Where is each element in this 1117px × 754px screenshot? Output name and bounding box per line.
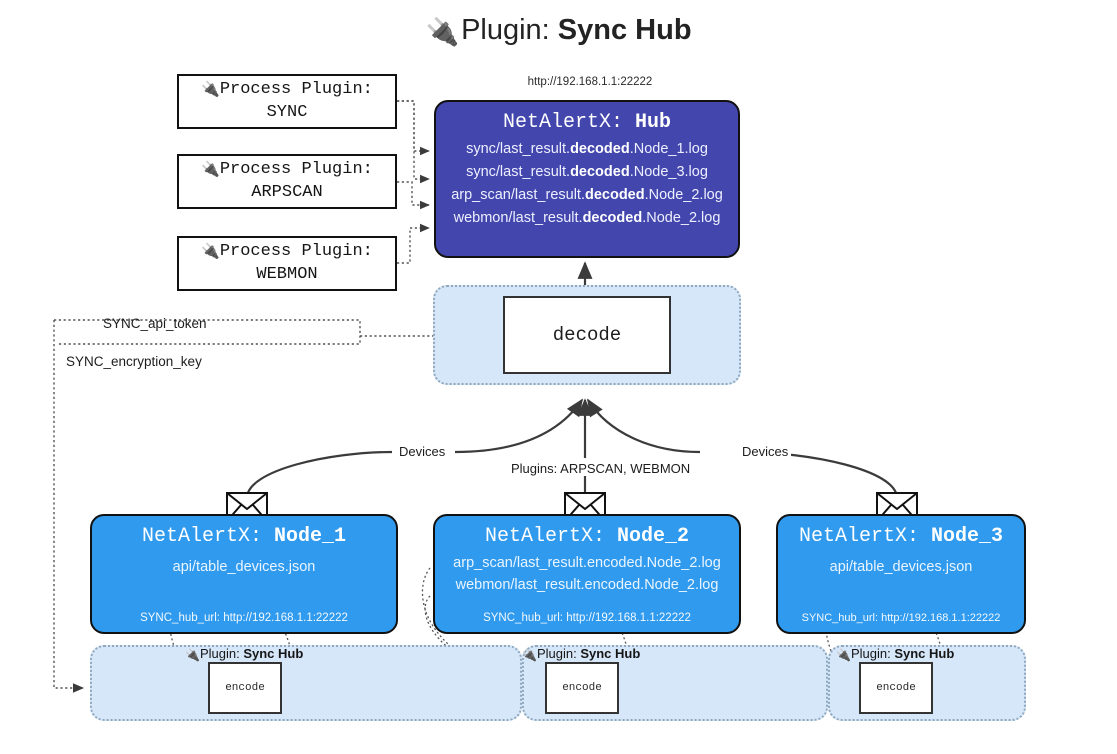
plug-icon: 🔌 [201, 160, 220, 179]
page-title-prefix: Plugin: [461, 14, 558, 46]
hub-url-label: http://192.168.1.1:22222 [527, 76, 653, 88]
node2-hub-url: SYNC_hub_url: http://192.168.1.1:22222 [483, 612, 691, 624]
process-plugin-arpscan-line2: ARPSCAN [251, 182, 323, 202]
process-plugin-webmon-box[interactable]: 🔌Process Plugin: WEBMON [177, 236, 397, 291]
plugin-label-node1: 🔌Plugin: Sync Hub [185, 646, 304, 662]
process-plugin-arpscan-line1: 🔌Process Plugin: [201, 160, 373, 180]
process-plugin-sync-line2: SYNC [266, 102, 308, 122]
plugin-label-node2: 🔌Plugin: Sync Hub [522, 646, 641, 662]
sync-api-token-label: SYNC_api_token [103, 316, 207, 331]
node3-hub-url: SYNC_hub_url: http://192.168.1.1:22222 [801, 612, 1001, 624]
hub-log-line: webmon/last_result.decoded.Node_2.log [453, 210, 721, 226]
hub-log-line: sync/last_result.decoded.Node_3.log [466, 164, 708, 180]
node2-line: webmon/last_result.encoded.Node_2.log [455, 577, 719, 593]
node-box-node1[interactable]: NetAlertX: Node_1 api/table_devices.json… [90, 514, 398, 634]
node1-title: NetAlertX: Node_1 [141, 525, 347, 548]
node1-hub-url: SYNC_hub_url: http://192.168.1.1:22222 [140, 612, 348, 624]
node3-line: api/table_devices.json [829, 559, 973, 575]
process-plugin-sync-line1: 🔌Process Plugin: [201, 80, 373, 100]
edge-label-plugins: Plugins: ARPSCAN, WEBMON [508, 461, 694, 476]
process-plugin-webmon-line2: WEBMON [256, 264, 318, 284]
node1-line: api/table_devices.json [172, 559, 316, 575]
plug-icon: 🔌 [836, 648, 851, 662]
hub-log-line: sync/last_result.decoded.Node_1.log [466, 141, 708, 157]
page-title-name: Sync Hub [557, 14, 692, 46]
plug-icon: 🔌 [425, 17, 460, 47]
edge-label-devices-right: Devices [739, 444, 792, 459]
sync-encryption-key-label: SYNC_encryption_key [66, 354, 202, 369]
decode-box[interactable]: decode [503, 296, 671, 374]
hub-box[interactable]: NetAlertX: Hub sync/last_result.decoded.… [434, 100, 740, 258]
node2-line: arp_scan/last_result.encoded.Node_2.log [453, 555, 721, 571]
encode-box-node3[interactable]: encode [859, 662, 933, 714]
hub-log-line: arp_scan/last_result.decoded.Node_2.log [451, 187, 723, 203]
plugin-cluster-node1 [90, 645, 522, 721]
node3-title: NetAlertX: Node_3 [798, 525, 1004, 548]
plug-icon: 🔌 [185, 648, 200, 662]
encode-box-node2[interactable]: encode [545, 662, 619, 714]
page-title: 🔌Plugin: Sync Hub [0, 14, 1117, 48]
plug-icon: 🔌 [201, 80, 220, 99]
process-plugin-sync-box[interactable]: 🔌Process Plugin: SYNC [177, 74, 397, 129]
process-plugin-arpscan-box[interactable]: 🔌Process Plugin: ARPSCAN [177, 154, 397, 209]
process-plugin-webmon-line1: 🔌Process Plugin: [201, 242, 373, 262]
edge-label-devices-left: Devices [396, 444, 449, 459]
plug-icon: 🔌 [522, 648, 537, 662]
node2-title: NetAlertX: Node_2 [484, 525, 690, 548]
node-box-node3[interactable]: NetAlertX: Node_3 api/table_devices.json… [776, 514, 1026, 634]
hub-title: NetAlertX: Hub [502, 111, 672, 134]
plug-icon: 🔌 [201, 242, 220, 261]
node-box-node2[interactable]: NetAlertX: Node_2 arp_scan/last_result.e… [433, 514, 741, 634]
encode-box-node1[interactable]: encode [208, 662, 282, 714]
plugin-label-node3: 🔌Plugin: Sync Hub [836, 646, 955, 662]
